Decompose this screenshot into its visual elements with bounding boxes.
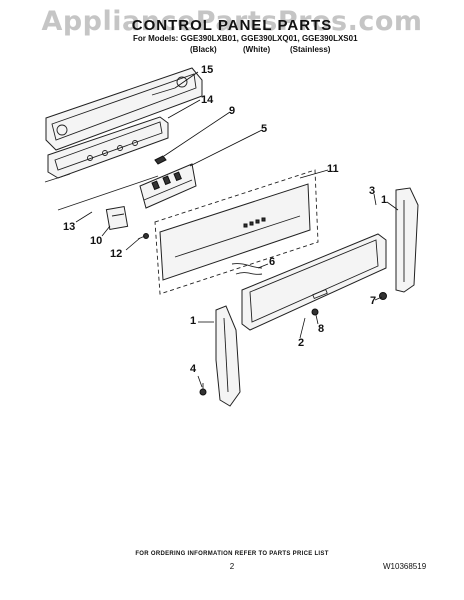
callout-13: 13 bbox=[63, 221, 76, 233]
page-number: 2 bbox=[229, 562, 235, 571]
callout-14: 14 bbox=[201, 94, 214, 106]
part-11-shape bbox=[154, 169, 319, 295]
part-14-shape bbox=[47, 116, 169, 179]
callout-9: 9 bbox=[229, 105, 236, 117]
callout-5: 5 bbox=[261, 123, 268, 135]
variant-black: (Black) bbox=[190, 45, 217, 54]
callout-6: 6 bbox=[269, 256, 276, 268]
part-3-shape bbox=[395, 187, 419, 293]
variant-white: (White) bbox=[243, 45, 271, 54]
callout-10: 10 bbox=[90, 235, 103, 247]
diagram-title: CONTROL PANEL PARTS bbox=[131, 17, 333, 34]
document-number: W10368519 bbox=[383, 562, 427, 571]
part-6-shape bbox=[231, 263, 263, 275]
callout-12: 12 bbox=[110, 248, 123, 260]
part-2-shape bbox=[241, 233, 387, 331]
part-7-shape bbox=[379, 292, 387, 300]
callout-3: 3 bbox=[369, 185, 376, 197]
variant-stainless: (Stainless) bbox=[290, 45, 331, 54]
part-13-shape bbox=[44, 173, 159, 211]
callout-11: 11 bbox=[327, 163, 339, 175]
callout-7: 7 bbox=[370, 295, 377, 307]
part-4-shape bbox=[199, 383, 207, 396]
part-5-shape bbox=[139, 163, 197, 209]
callout-1-right: 1 bbox=[381, 194, 388, 206]
models-line: For Models: GGE390LXB01, GGE390LXQ01, GG… bbox=[133, 34, 358, 43]
part-10-shape bbox=[105, 206, 129, 230]
part-9-shape bbox=[154, 155, 167, 165]
part-8-shape bbox=[311, 308, 319, 316]
watermark: AppliancePartsPros.com bbox=[41, 6, 423, 37]
callout-4: 4 bbox=[190, 363, 197, 375]
leader-lines bbox=[75, 71, 399, 388]
callout-8: 8 bbox=[318, 323, 325, 335]
ordering-note: FOR ORDERING INFORMATION REFER TO PARTS … bbox=[135, 551, 329, 557]
part-15-shape bbox=[45, 67, 203, 151]
callout-1-left: 1 bbox=[190, 315, 197, 327]
callout-15: 15 bbox=[201, 64, 214, 76]
callout-2: 2 bbox=[298, 337, 305, 349]
part-1-shape bbox=[215, 305, 241, 407]
